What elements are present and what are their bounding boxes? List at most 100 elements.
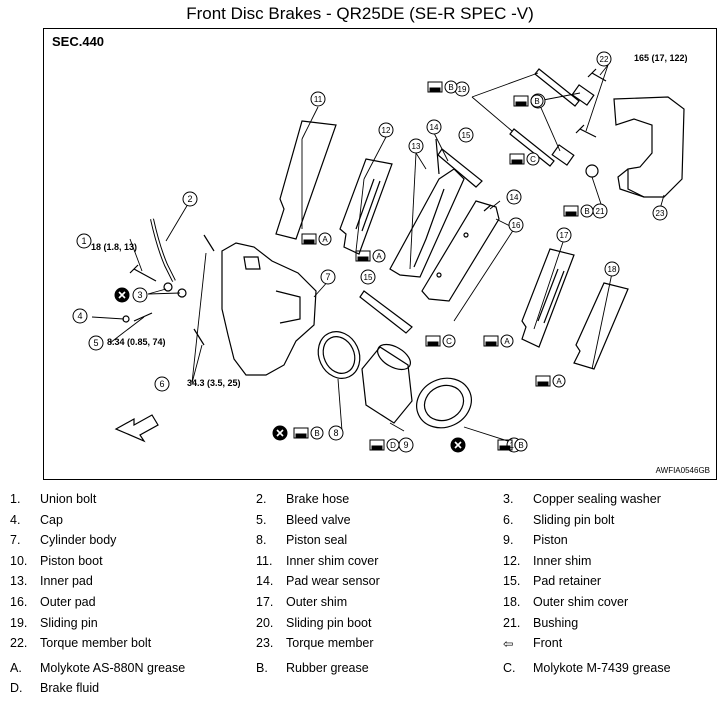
callout-14: 14 — [506, 189, 522, 205]
legend-text: Cylinder body — [40, 533, 117, 548]
callout-9: 9 — [398, 437, 414, 453]
svg-text:17: 17 — [560, 231, 569, 240]
sliding-pin-boot-20-bottom — [551, 144, 575, 166]
exploded-diagram: SEC.440 AWFIA0546GB — [43, 28, 717, 480]
legend-number: 18. — [503, 595, 521, 609]
legend-number: 22. — [10, 636, 28, 651]
legend-text: Sliding pin — [40, 615, 98, 630]
svg-text:B: B — [584, 207, 589, 216]
svg-text:2: 2 — [187, 194, 192, 204]
svg-text:5: 5 — [93, 338, 98, 348]
callout-11: 11 — [310, 91, 326, 107]
callout-5: 5 — [88, 335, 104, 351]
legend-number: 15. — [503, 574, 521, 589]
torque-member-bolt-22-top — [587, 68, 607, 82]
torque-member-bolt-22-bottom — [575, 124, 597, 138]
legend-text: Front — [533, 636, 563, 651]
inner-shim-cover-11 — [275, 120, 337, 240]
legend-text: Bushing — [533, 615, 579, 630]
piston-9 — [361, 346, 413, 424]
legend-number: 4. — [10, 512, 21, 527]
front-arrow-legend-icon: ⇦ — [503, 637, 514, 652]
svg-text:8: 8 — [333, 428, 338, 438]
front-arrow-icon — [114, 414, 159, 443]
svg-text:12: 12 — [382, 126, 391, 135]
legend-number: 5. — [256, 512, 267, 527]
svg-text:1: 1 — [81, 236, 86, 246]
grease-icon-A: A — [355, 249, 386, 263]
legend-text: Pad retainer — [533, 574, 602, 589]
legend-number: 19. — [10, 615, 28, 630]
svg-text:15: 15 — [462, 131, 471, 140]
sliding-pin-boot-20-top — [571, 84, 595, 106]
svg-text:18: 18 — [608, 265, 617, 274]
legend-number: 11. — [256, 553, 273, 568]
piston-seal-8 — [317, 331, 361, 379]
union-bolt-1 — [129, 264, 157, 282]
svg-text:14: 14 — [430, 123, 439, 132]
legend-text: Inner shim — [533, 553, 592, 568]
svg-text:16: 16 — [512, 221, 521, 230]
diagram-drawing: 1234567891011121314151617181920212223151… — [72, 51, 685, 453]
legend-text: Molykote M-7439 grease — [533, 660, 671, 675]
legend-text: Outer shim cover — [533, 595, 629, 609]
legend-number: 12. — [503, 553, 521, 568]
torque-spec-22: 165 (17, 122) — [634, 53, 688, 63]
svg-text:6: 6 — [159, 379, 164, 389]
callout-12: 12 — [378, 122, 394, 138]
torque-spec-6: 34.3 (3.5, 25) — [187, 378, 241, 388]
grease-icon-C: C — [509, 152, 540, 166]
svg-text:22: 22 — [600, 55, 609, 64]
svg-text:4: 4 — [77, 311, 82, 321]
callout-3: 3 — [132, 287, 148, 303]
do-not-reuse-icon — [450, 437, 466, 453]
bushing-21 — [585, 164, 599, 178]
legend-text: Brake fluid — [40, 681, 100, 696]
brake-hose-2 — [150, 218, 176, 282]
callout-23: 23 — [652, 205, 668, 221]
callout-6: 6 — [154, 376, 170, 392]
callout-22: 22 — [596, 51, 612, 67]
pad-retainer-15-bottom — [359, 290, 413, 334]
legend-text: Rubber grease — [286, 660, 369, 675]
legend-text: Union bolt — [40, 492, 97, 506]
legend-text: Outer shim — [286, 595, 348, 609]
legend-text: Inner pad — [40, 574, 93, 589]
grease-icon-B: B — [563, 204, 594, 218]
grease-icon-B: B — [293, 426, 324, 440]
callout-8: 8 — [328, 425, 344, 441]
svg-text:9: 9 — [403, 440, 408, 450]
pad-wear-sensor-14 — [435, 138, 492, 212]
legend-text: Bleed valve — [286, 512, 351, 527]
brake-fluid-icon-D: D — [369, 438, 400, 452]
svg-text:C: C — [530, 155, 536, 164]
sliding-pin-19-bottom — [509, 128, 555, 167]
legend-number: 9. — [503, 533, 514, 548]
svg-text:A: A — [556, 377, 562, 386]
legend-text: Piston seal — [286, 533, 348, 548]
legend-text: Torque member — [286, 636, 374, 651]
legend-text: Piston — [533, 533, 568, 548]
legend-number: 20. — [256, 615, 274, 630]
legend-number: 8. — [256, 533, 267, 548]
callout-15: 15 — [360, 269, 376, 285]
grease-icon-A: A — [535, 374, 566, 388]
legend-text: Copper sealing washer — [533, 492, 661, 506]
torque-spec-1: 18 (1.8, 13) — [91, 242, 138, 252]
callout-7: 7 — [320, 269, 336, 285]
callout-14: 14 — [426, 119, 442, 135]
grease-icon-A: A — [483, 334, 514, 348]
outer-shim-cover-18 — [573, 282, 629, 370]
legend-text: Inner shim cover — [286, 553, 379, 568]
sliding-pin-19-top — [534, 68, 580, 107]
callout-2: 2 — [182, 191, 198, 207]
legend-number: 6. — [503, 512, 514, 527]
do-not-reuse-icon — [272, 425, 288, 441]
svg-text:10: 10 — [510, 441, 519, 450]
callout-4: 4 — [72, 308, 88, 324]
legend-number: 21. — [503, 615, 521, 630]
grease-icon-B: B — [427, 80, 458, 94]
legend-number: 17. — [256, 595, 274, 609]
legend-number: 3. — [503, 492, 514, 506]
svg-text:B: B — [534, 97, 539, 106]
